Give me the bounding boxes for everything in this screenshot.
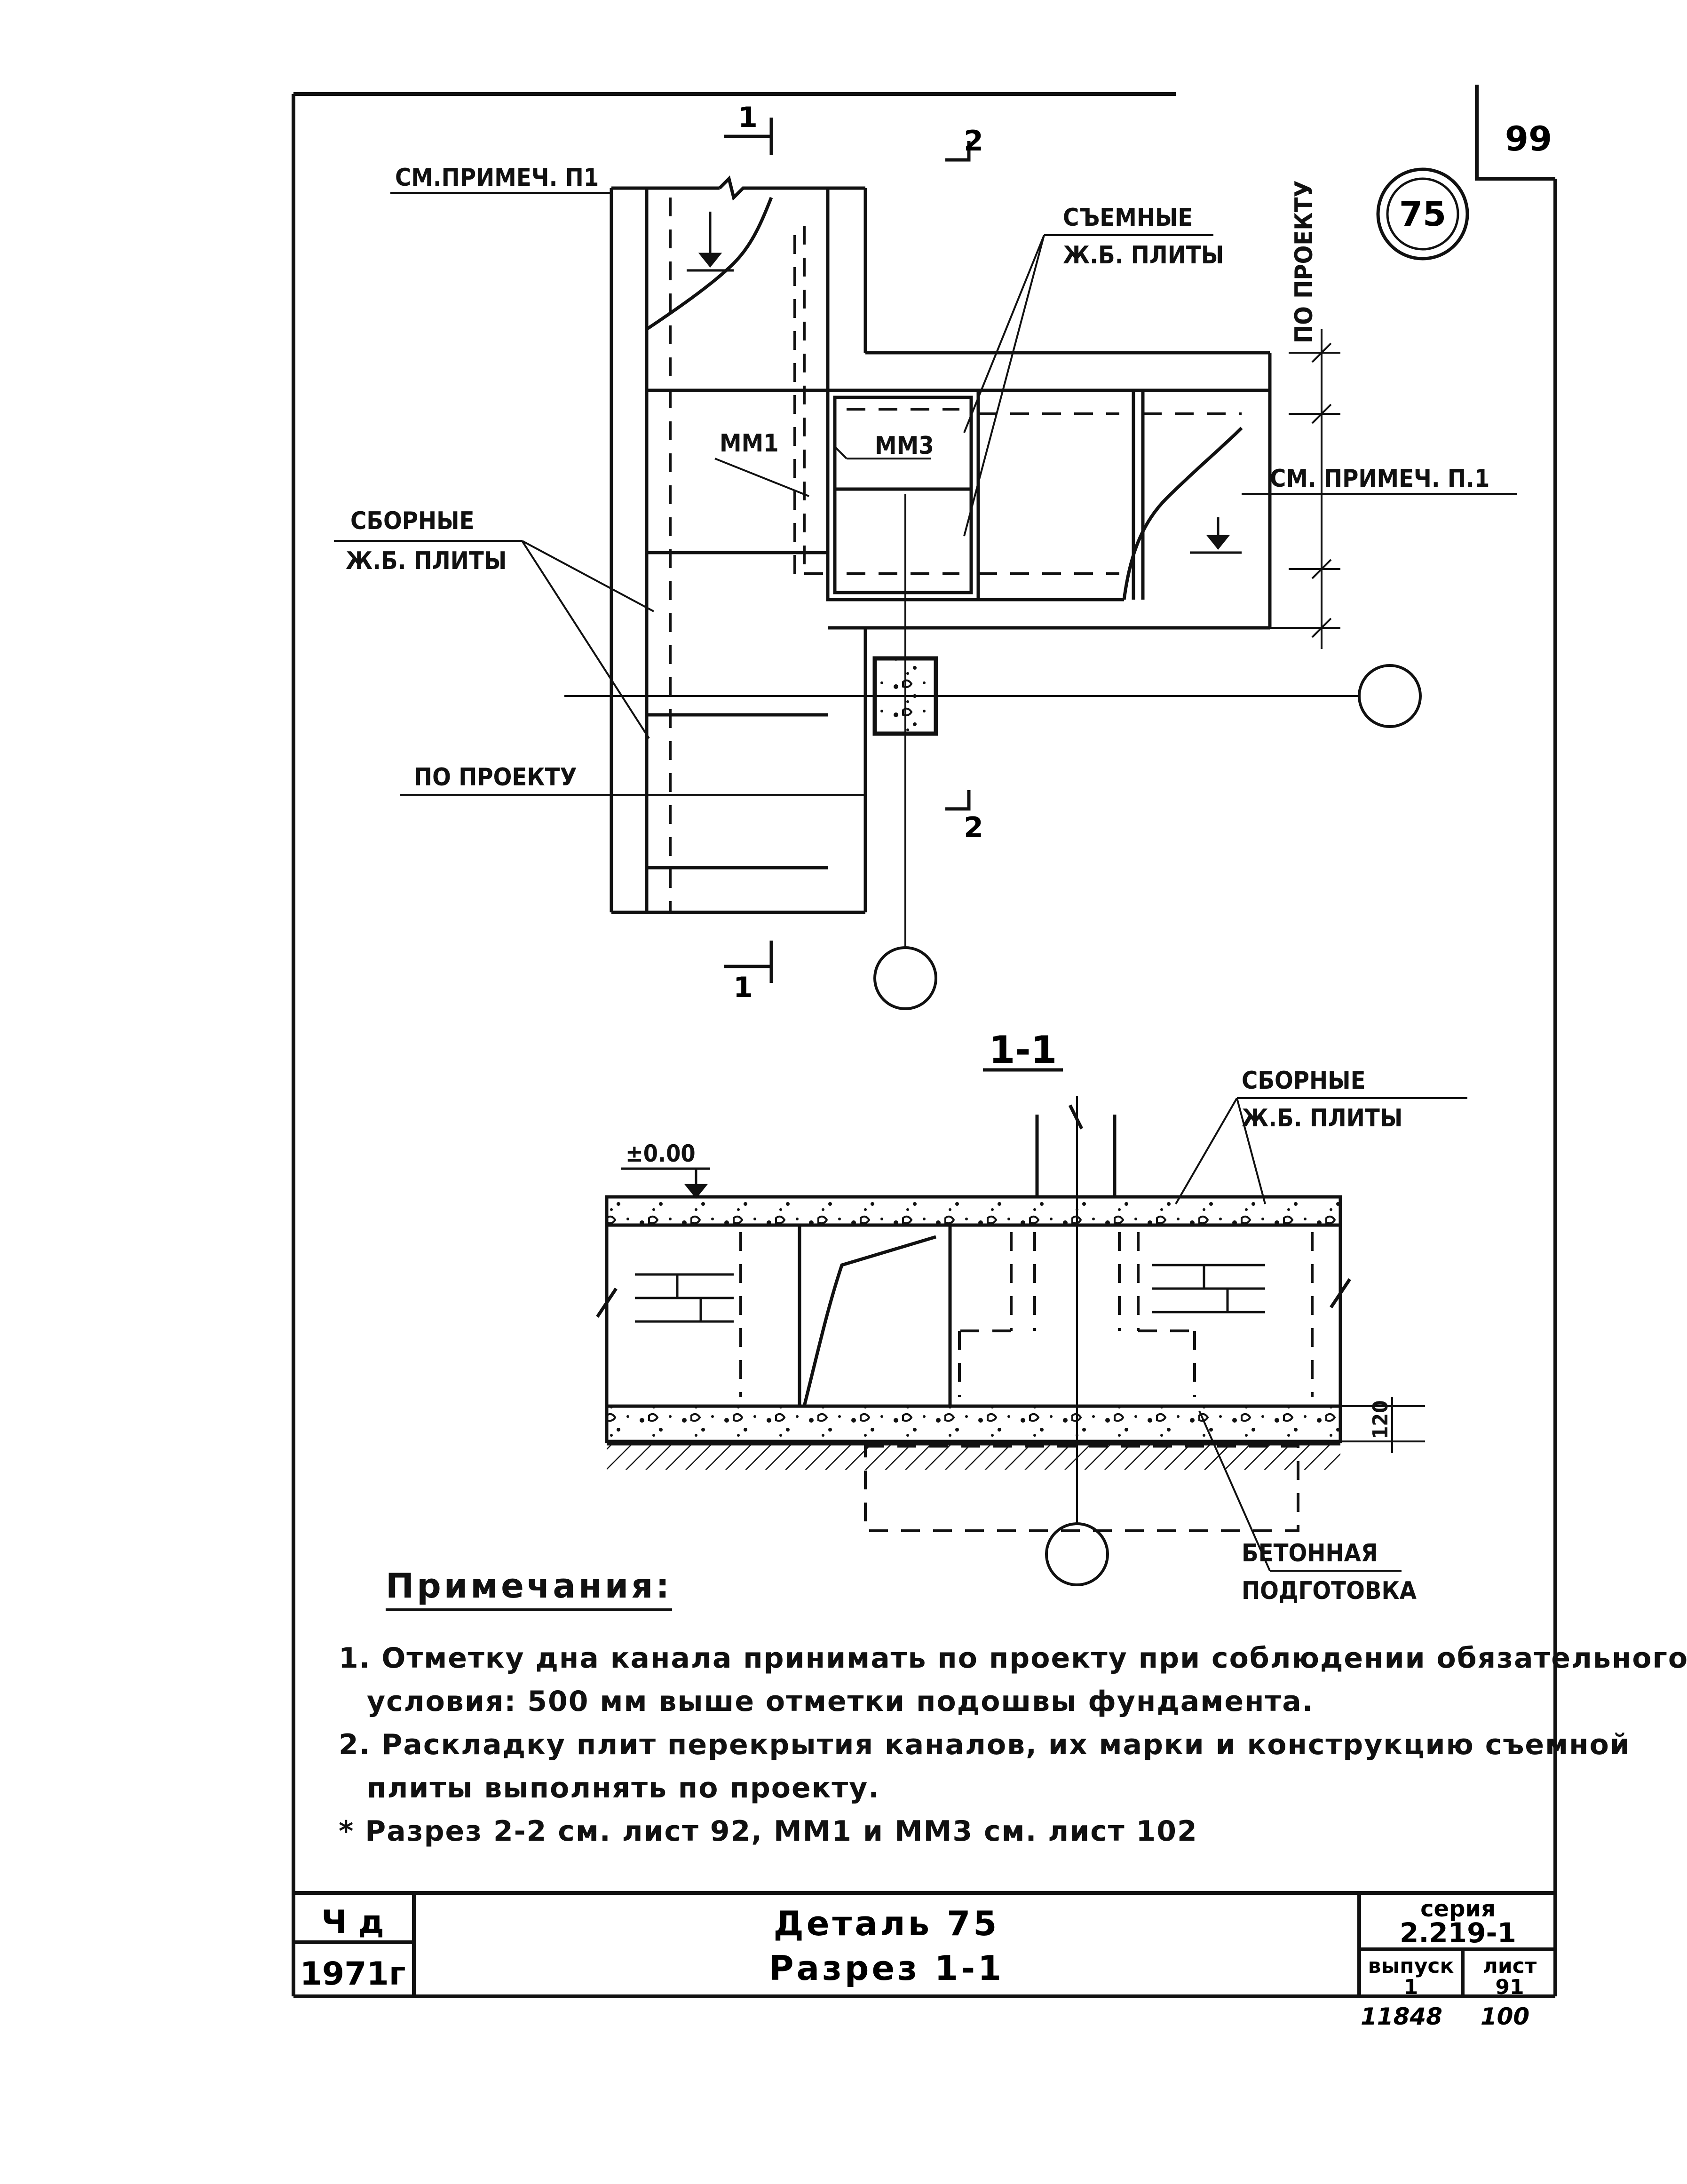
see-note-top-left-label: СМ.ПРИМЕЧ. П1 xyxy=(395,164,599,192)
notes-title: Примечания: xyxy=(386,1566,673,1611)
note-1-line-2: условия: 500 мм выше отметки подошвы фун… xyxy=(367,1685,1314,1718)
concrete-prep-line2: ПОДГОТОВКА xyxy=(1242,1577,1417,1605)
series-value: 2.219-1 xyxy=(1400,1917,1516,1949)
stamp-year: 1971г xyxy=(300,1955,406,1993)
sheet-frame xyxy=(292,92,1557,1998)
section-prefab-slabs-line1: СБОРНЫЕ xyxy=(1242,1067,1366,1095)
title-block xyxy=(293,1891,1555,1996)
drawing-title-line2: Разрез 1-1 xyxy=(769,1948,1005,1988)
section-dim-120 xyxy=(1340,1397,1425,1453)
series-label: серия xyxy=(1420,1896,1496,1922)
stamp-top: Ч д xyxy=(321,1904,384,1941)
detail-marker: 75 xyxy=(1376,167,1469,261)
detail-number: 75 xyxy=(1399,194,1446,234)
by-project-left-label: ПО ПРОЕКТУ xyxy=(414,763,577,791)
plan-hidden-lines xyxy=(669,198,1242,912)
plan-level-marks xyxy=(687,212,1242,554)
issue-value: 1 xyxy=(1404,1975,1418,1999)
section-leaders xyxy=(1175,1097,1467,1572)
page-number-box: 99 xyxy=(1475,85,1555,181)
sheet-value: 91 xyxy=(1495,1975,1524,1999)
issue-label: выпуск xyxy=(1368,1954,1454,1978)
notes-block: 1. Отметку дна канала принимать по проек… xyxy=(339,1637,1687,1853)
cut-2-bottom-label: 2 xyxy=(964,811,983,844)
section-hidden-lines xyxy=(739,1232,1314,1532)
concrete-prep-line1: БЕТОННАЯ xyxy=(1242,1539,1378,1567)
section-view xyxy=(596,1104,1351,1470)
note-3: * Разрез 2-2 см. лист 92, ММ1 и ММ3 см. … xyxy=(339,1815,1198,1848)
prefab-slabs-label-line2: Ж.Б. ПЛИТЫ xyxy=(346,547,507,575)
note-2-line-2: плиты выполнять по проекту. xyxy=(367,1772,880,1804)
drawing-title-line1: Деталь 75 xyxy=(774,1904,1000,1943)
plan-axes xyxy=(564,494,1422,1010)
mm3-label: ММ3 xyxy=(875,432,934,460)
level-mark-label: ±0.00 xyxy=(626,1140,696,1167)
cut-2-top-label: 2 xyxy=(964,125,983,158)
dim-120-label: 120 xyxy=(1369,1400,1393,1439)
sheet-label: лист xyxy=(1483,1954,1537,1978)
footer-page: 100 xyxy=(1481,2003,1529,2030)
plan-leaders xyxy=(334,192,1517,796)
section-prefab-slabs-line2: Ж.Б. ПЛИТЫ xyxy=(1242,1104,1402,1132)
section-axis xyxy=(1045,1096,1109,1586)
see-note-right-label: СМ. ПРИМЕЧ. П.1 xyxy=(1270,465,1489,493)
page-number: 99 xyxy=(1505,119,1552,158)
removable-slabs-label-line1: СЪЕМНЫЕ xyxy=(1063,204,1193,232)
cut-1-top-label: 1 xyxy=(738,101,758,134)
mm1-label: ММ1 xyxy=(720,429,779,458)
plan-dimension-chain xyxy=(1270,329,1340,649)
section-title: 1-1 xyxy=(989,1028,1057,1072)
plan-cut-markers xyxy=(724,118,971,983)
prefab-slabs-label-line1: СБОРНЫЕ xyxy=(350,507,475,535)
note-2-line-1: 2. Раскладку плит перекрытия каналов, их… xyxy=(339,1728,1631,1761)
section-level-mark xyxy=(621,1167,710,1199)
by-project-vertical-label: ПО ПРОЕКТУ xyxy=(1290,180,1318,343)
cut-1-bottom-label: 1 xyxy=(733,971,753,1004)
inventory-number: 11848 xyxy=(1361,2003,1442,2030)
removable-slabs-label-line2: Ж.Б. ПЛИТЫ xyxy=(1063,241,1224,269)
plan-view xyxy=(610,175,1272,914)
note-1-line-1: 1. Отметку дна канала принимать по проек… xyxy=(339,1642,1687,1675)
